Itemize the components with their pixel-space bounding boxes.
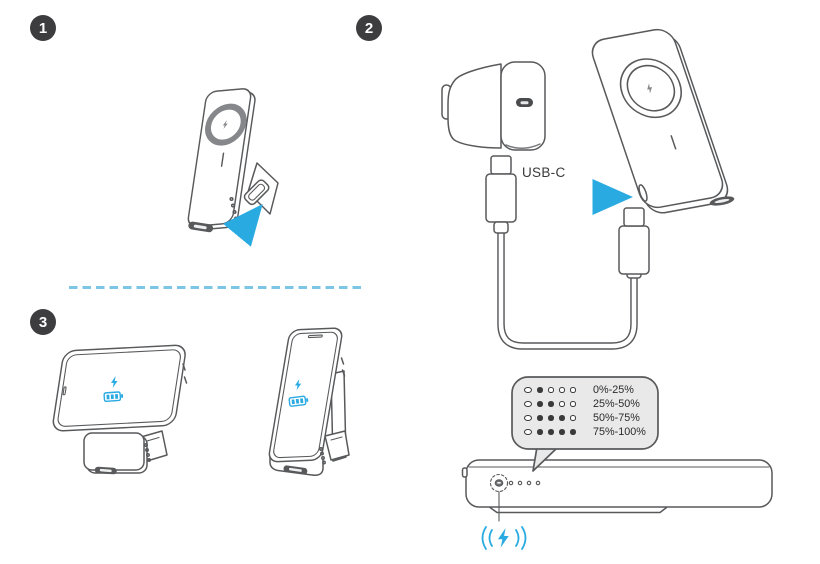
led-legend-rows: 0%-25% 25%-50% 50%-75% 75%-100% — [520, 383, 654, 439]
usb-c-port — [709, 196, 735, 206]
usb-c-connector — [485, 155, 517, 234]
led-dot-icon — [537, 401, 543, 407]
legend-label: 50%-75% — [593, 412, 640, 424]
lightning-bolt-icon — [222, 120, 228, 130]
kickstand — [324, 430, 350, 461]
usb-c-label: USB-C — [522, 165, 566, 180]
step-3-badge: 3 — [30, 309, 56, 335]
power-bank-kickstand-illustration — [187, 88, 279, 247]
phone-portrait-on-stand — [268, 327, 350, 476]
step-1-badge: 1 — [30, 15, 56, 41]
power-bank-side-view — [461, 459, 773, 550]
lightning-bolt-icon — [111, 376, 118, 388]
battery-charging-icon — [288, 395, 309, 407]
legend-row: 75%-100% — [520, 425, 654, 439]
led-dot-icon — [570, 387, 576, 393]
phone-body — [268, 327, 343, 463]
legend-row: 50%-75% — [520, 411, 654, 425]
phone-landscape-on-stand — [52, 344, 188, 475]
wall-charger — [441, 61, 546, 151]
led-dot-icon — [559, 401, 565, 407]
power-button-icon — [524, 400, 532, 408]
power-bank-stand — [83, 432, 148, 475]
legend-label: 25%-50% — [593, 398, 640, 410]
led-dot-icon — [559, 429, 565, 435]
led-indicator-dots — [508, 480, 541, 486]
led-dot-icon — [570, 401, 576, 407]
led-indicator-dots — [144, 443, 151, 462]
kickstand-arrow-icon — [223, 204, 263, 247]
led-dot-icon — [559, 387, 565, 393]
power-button — [489, 473, 509, 493]
legend-row: 25%-50% — [520, 397, 654, 411]
power-bank-charging-illustration — [591, 28, 735, 215]
legend-row: 0%-25% — [520, 383, 654, 397]
led-dot-icon — [548, 415, 554, 421]
lightning-bolt-icon — [647, 83, 653, 94]
led-dot-icon — [570, 429, 576, 435]
usb-c-port — [188, 221, 214, 233]
magsafe-ring — [205, 103, 247, 146]
led-dot-icon — [537, 387, 543, 393]
battery-charging-icon — [103, 391, 124, 403]
phone-body — [52, 344, 186, 432]
usb-c-port — [516, 98, 533, 107]
usb-c-connector — [618, 207, 650, 279]
led-dot-icon — [559, 415, 565, 421]
legend-label: 75%-100% — [593, 426, 646, 438]
usb-c-port — [638, 184, 648, 202]
led-dot-icon — [548, 429, 554, 435]
wireless-charging-icon — [481, 526, 527, 550]
led-dot-icon — [537, 429, 543, 435]
step-2-badge: 2 — [356, 15, 382, 41]
power-button-icon — [524, 414, 532, 422]
led-dot-icon — [548, 387, 554, 393]
led-dot-icon — [537, 415, 543, 421]
led-dot-icon — [548, 401, 554, 407]
legend-label: 0%-25% — [593, 384, 634, 396]
led-indicator-dots — [319, 447, 326, 465]
power-button-icon — [524, 428, 532, 436]
led-dot-icon — [570, 415, 576, 421]
power-button-icon — [524, 386, 532, 394]
magsafe-ring — [619, 58, 682, 119]
lightning-bolt-icon — [295, 379, 302, 391]
kickstand — [243, 162, 279, 215]
usb-c-port — [283, 465, 308, 475]
usb-c-cable — [485, 155, 650, 350]
